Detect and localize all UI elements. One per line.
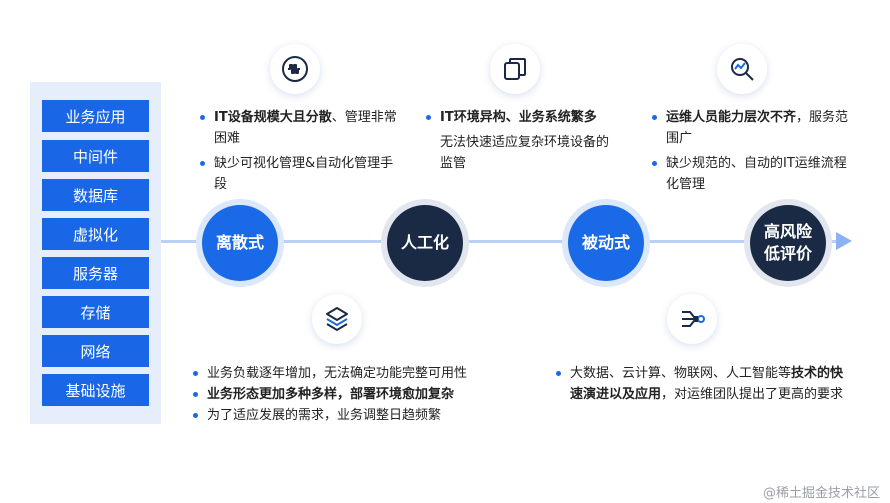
node-label: 被动式 [581, 233, 630, 252]
top-block-3: 运维人员能力层次不齐，服务范围广 缺少规范的、自动的IT运维流程化管理 [650, 107, 850, 195]
trend-search-icon [717, 44, 767, 94]
bullet-text-bold: 技术的快速演进以及应用 [570, 366, 844, 402]
stack-item-storage: 存储 [42, 296, 149, 328]
bullet-text-bold: IT设备规模大且分散 [214, 110, 332, 125]
node-label-line1: 高风险 [763, 222, 812, 241]
bottom-block-2: 大数据、云计算、物联网、人工智能等技术的快速演进以及应用，对运维团队提出了更高的… [554, 363, 854, 405]
bullet-text-bold: 运维人员能力层次不齐 [666, 110, 797, 125]
timeline-line [161, 240, 841, 243]
stack-item-virtualization: 虚拟化 [42, 218, 149, 250]
node-discrete: 离散式 [202, 205, 278, 281]
bullet-text: 业务负载逐年增加，无法确定功能完整可用性 [207, 366, 468, 381]
node-label-line2: 低评价 [763, 244, 812, 263]
stack-item-middleware: 中间件 [42, 140, 149, 172]
bullet-text: 、管理非常困难 [214, 110, 397, 146]
bullet-text: 大数据、云计算、物联网、人工智能等 [570, 366, 792, 381]
stack-item-server: 服务器 [42, 257, 149, 289]
node-label: 离散式 [215, 233, 264, 252]
bullet-text-bold: IT环境异构、业务系统繁多 [440, 110, 597, 125]
bullet-row: 运维人员能力层次不齐，服务范围广 [650, 107, 850, 149]
node-label: 人工化 [400, 233, 449, 252]
bottom-block-1: 业务负载逐年增加，无法确定功能完整可用性 业务形态更加多种多样，部署环境愈加复杂… [191, 363, 511, 426]
top-block-1: IT设备规模大且分散、管理非常困难 缺少可视化管理&自动化管理手段 [198, 107, 398, 195]
bullet-row: 缺少规范的、自动的IT运维流程化管理 [650, 153, 850, 195]
bullet-row: 大数据、云计算、物联网、人工智能等技术的快速演进以及应用，对运维团队提出了更高的… [554, 363, 854, 405]
bullet-row: 业务形态更加多种多样，部署环境愈加复杂 [191, 384, 511, 405]
stack-item-network: 网络 [42, 335, 149, 367]
tech-stack-panel: 业务应用 中间件 数据库 虚拟化 服务器 存储 网络 基础设施 [30, 82, 161, 424]
bullet-row-plain: 无法快速适应复杂环境设备的监管 [424, 132, 614, 174]
node-passive: 被动式 [568, 205, 644, 281]
bullet-text-bold: 业务形态更加多种多样，部署环境愈加复杂 [207, 387, 455, 402]
bullet-row: 为了适应发展的需求，业务调整日趋频繁 [191, 405, 511, 426]
bullet-row: 业务负载逐年增加，无法确定功能完整可用性 [191, 363, 511, 384]
bullet-text: 缺少可视化管理&自动化管理手段 [214, 156, 394, 192]
bullet-text: 缺少规范的、自动的IT运维流程化管理 [666, 156, 847, 192]
copy-windows-icon [490, 44, 540, 94]
bullet-row: IT设备规模大且分散、管理非常困难 [198, 107, 398, 149]
stack-item-business-app: 业务应用 [42, 100, 149, 132]
stack-item-database: 数据库 [42, 179, 149, 211]
bullet-text-tail: ，对运维团队提出了更高的要求 [661, 387, 844, 402]
layers-cube-icon [312, 294, 362, 344]
bullet-row: IT环境异构、业务系统繁多 [424, 107, 614, 128]
bullet-text: 无法快速适应复杂环境设备的监管 [440, 135, 610, 171]
timeline-arrow-icon [836, 232, 852, 250]
node-manual: 人工化 [387, 205, 463, 281]
bullet-row: 缺少可视化管理&自动化管理手段 [198, 153, 398, 195]
circuit-network-icon [667, 294, 717, 344]
waveform-icon [270, 44, 320, 94]
bullet-text: ，服务范围广 [666, 110, 849, 146]
bullet-text: 为了适应发展的需求，业务调整日趋频繁 [207, 408, 442, 423]
node-high-risk: 高风险 低评价 [750, 205, 826, 281]
stack-item-infrastructure: 基础设施 [42, 374, 149, 406]
watermark-text: @稀土掘金技术社区 [762, 486, 880, 501]
top-block-2: IT环境异构、业务系统繁多 无法快速适应复杂环境设备的监管 [424, 107, 614, 174]
